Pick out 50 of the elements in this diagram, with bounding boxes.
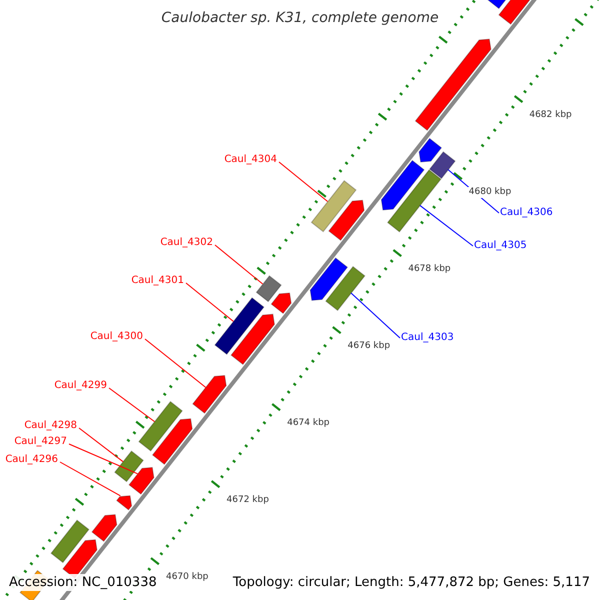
gene-label: Caul_4303 — [401, 333, 454, 343]
gene-block — [418, 138, 442, 163]
gene-block — [116, 495, 132, 511]
accession-label: Accession: NC_010338 — [7, 574, 159, 591]
gene-label: Caul_4298 — [24, 421, 77, 431]
leader-line — [108, 388, 156, 422]
gene-label: Caul_4305 — [474, 241, 527, 251]
leader-line — [278, 162, 328, 202]
leader-line — [214, 244, 264, 285]
gene-label: Caul_4304 — [224, 155, 277, 165]
genome-info-label: Topology: circular; Length: 5,477,872 bp; Genes: 5,117 — [230, 574, 592, 591]
scale-label: 4682 kbp — [528, 110, 573, 120]
gene-label: Caul_4301 — [131, 276, 184, 286]
gene-box — [429, 151, 456, 180]
leader-line — [419, 204, 474, 246]
gene-block — [128, 466, 154, 495]
gene-label: Caul_4297 — [14, 437, 67, 447]
leader-line — [144, 338, 206, 388]
gene-box — [50, 520, 90, 564]
gene-box — [386, 169, 442, 233]
scale-label: 4672 kbp — [226, 494, 270, 506]
gene-box — [214, 297, 265, 355]
gene-block — [414, 38, 492, 131]
gene-block — [192, 374, 227, 414]
gene-label: Caul_4296 — [5, 455, 58, 465]
gene-box — [138, 400, 183, 452]
gene-label: Caul_4306 — [500, 208, 553, 218]
leader-line — [60, 462, 121, 496]
scale-label: 4680 kbp — [468, 186, 512, 198]
gene-box — [325, 266, 366, 312]
leader-line — [78, 428, 124, 462]
gene-block — [152, 418, 193, 465]
scale-label: 4676 kbp — [346, 340, 392, 352]
gene-label: Caul_4299 — [54, 381, 107, 391]
gene-box — [310, 180, 357, 232]
gene-block — [328, 200, 365, 241]
leader-line — [68, 444, 138, 474]
gene-block — [310, 257, 348, 301]
scale-label: 4674 kbp — [286, 418, 330, 429]
scale-label: 4670 kbp — [164, 572, 210, 583]
leader-line — [186, 282, 234, 322]
gene-box — [114, 450, 144, 482]
scale-label: 4678 kbp — [407, 264, 452, 275]
gene-block — [230, 314, 275, 366]
gene-label: Caul_4300 — [90, 332, 143, 342]
map-title: Caulobacter sp. K31, complete genome — [160, 11, 440, 25]
gene-box — [256, 275, 282, 302]
gene-block — [380, 160, 425, 210]
gene-label: Caul_4302 — [160, 238, 213, 248]
gene-block — [270, 292, 292, 314]
